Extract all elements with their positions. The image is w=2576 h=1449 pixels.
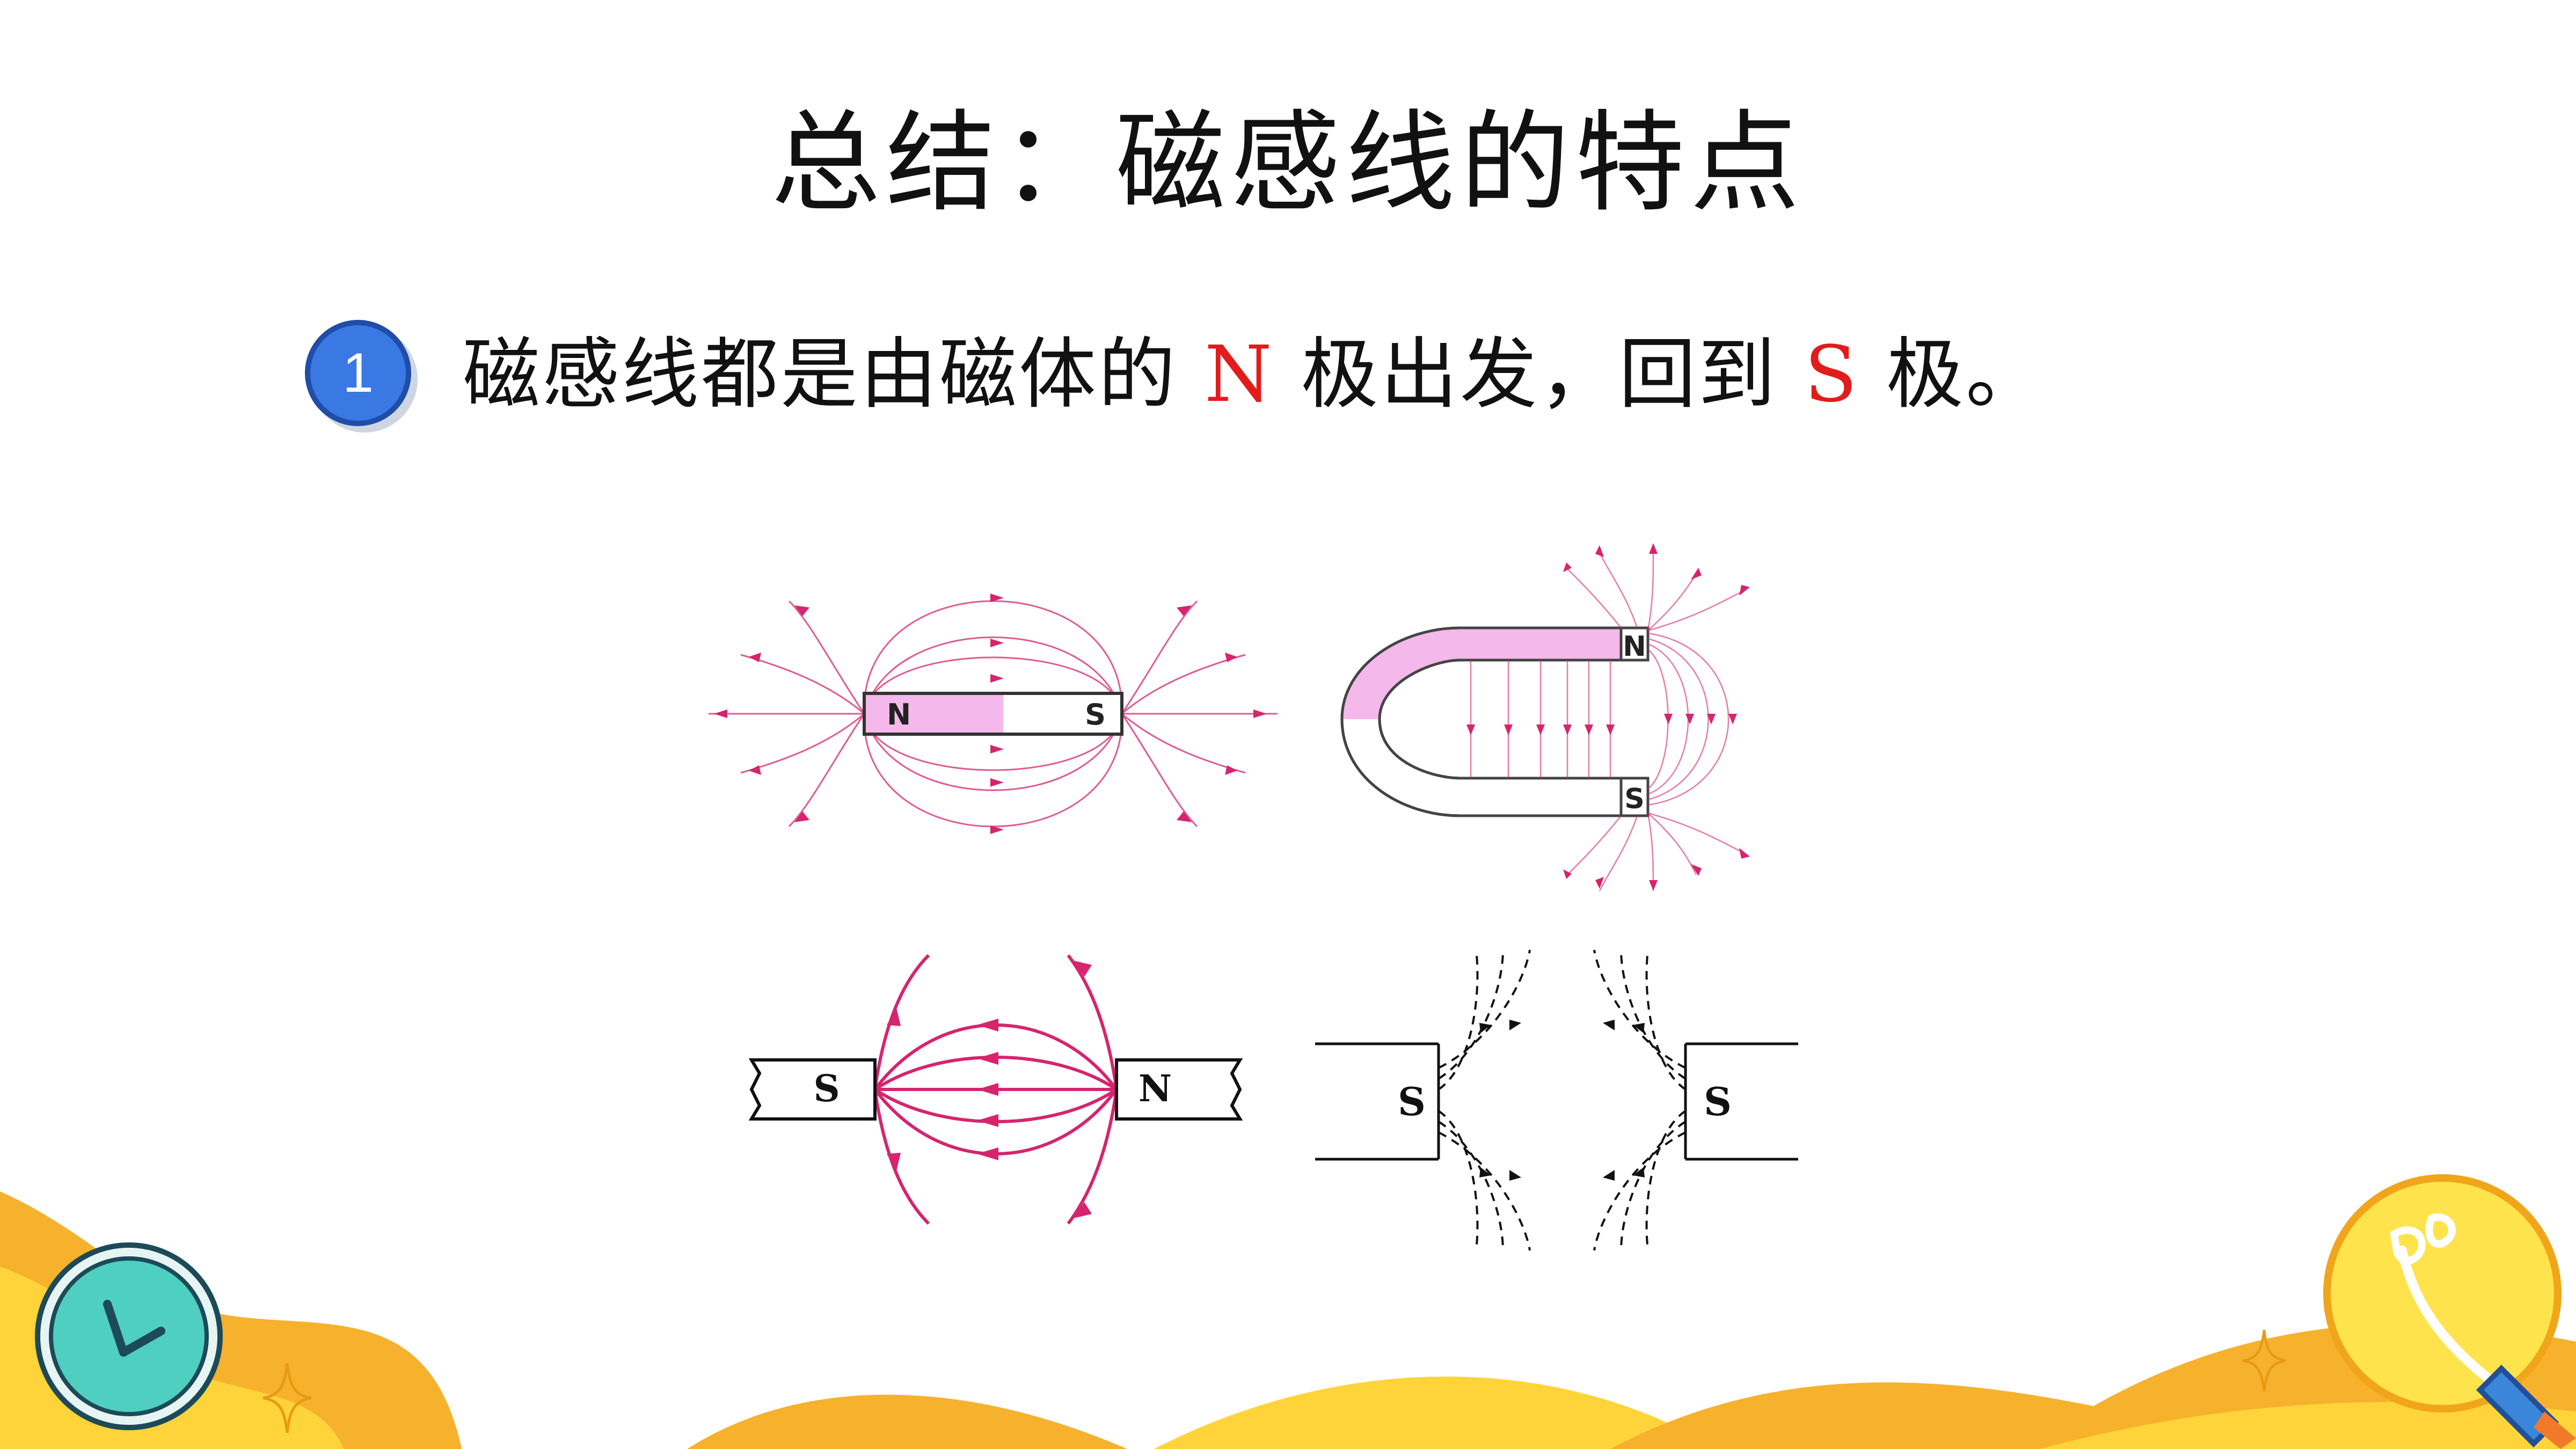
horseshoe-n-label: N — [1623, 631, 1646, 663]
horseshoe-s-label: S — [1624, 783, 1644, 815]
lightbulb-icon — [2323, 1174, 2576, 1449]
like-left-s-label: S — [1398, 1079, 1426, 1124]
like-poles-field-diagram: S S — [1315, 949, 1798, 1251]
point-text-part-c: 极。 — [1886, 329, 2045, 419]
bar-magnet-n-label: N — [887, 698, 911, 731]
bar-magnet-field-diagram: N S — [709, 594, 1278, 834]
point-number: 1 — [342, 342, 374, 404]
pole-s-label: S — [1804, 329, 1860, 419]
opposite-left-s-label: S — [813, 1067, 840, 1110]
horseshoe-magnet-field-diagram: N S — [1340, 543, 1750, 891]
page-title: 总结：磁感线的特点 — [771, 100, 1805, 227]
opposite-poles-field-diagram: S N — [748, 954, 1243, 1225]
sparkle-icon — [2243, 1330, 2286, 1392]
clock-icon — [35, 1242, 223, 1430]
bar-magnet-s-label: S — [1085, 698, 1106, 731]
sparkle-icon — [263, 1363, 311, 1433]
point-text: 磁感线都是由磁体的 N 极出发，回到 S 极。 — [463, 328, 2045, 420]
opposite-right-n-label: N — [1139, 1067, 1172, 1110]
pole-n-label: N — [1204, 329, 1274, 419]
point-text-part-a: 磁感线都是由磁体的 — [463, 329, 1178, 419]
point-number-badge: 1 — [305, 320, 411, 426]
point-text-part-b: 极出发，回到 — [1301, 329, 1778, 419]
like-right-s-label: S — [1704, 1079, 1732, 1124]
